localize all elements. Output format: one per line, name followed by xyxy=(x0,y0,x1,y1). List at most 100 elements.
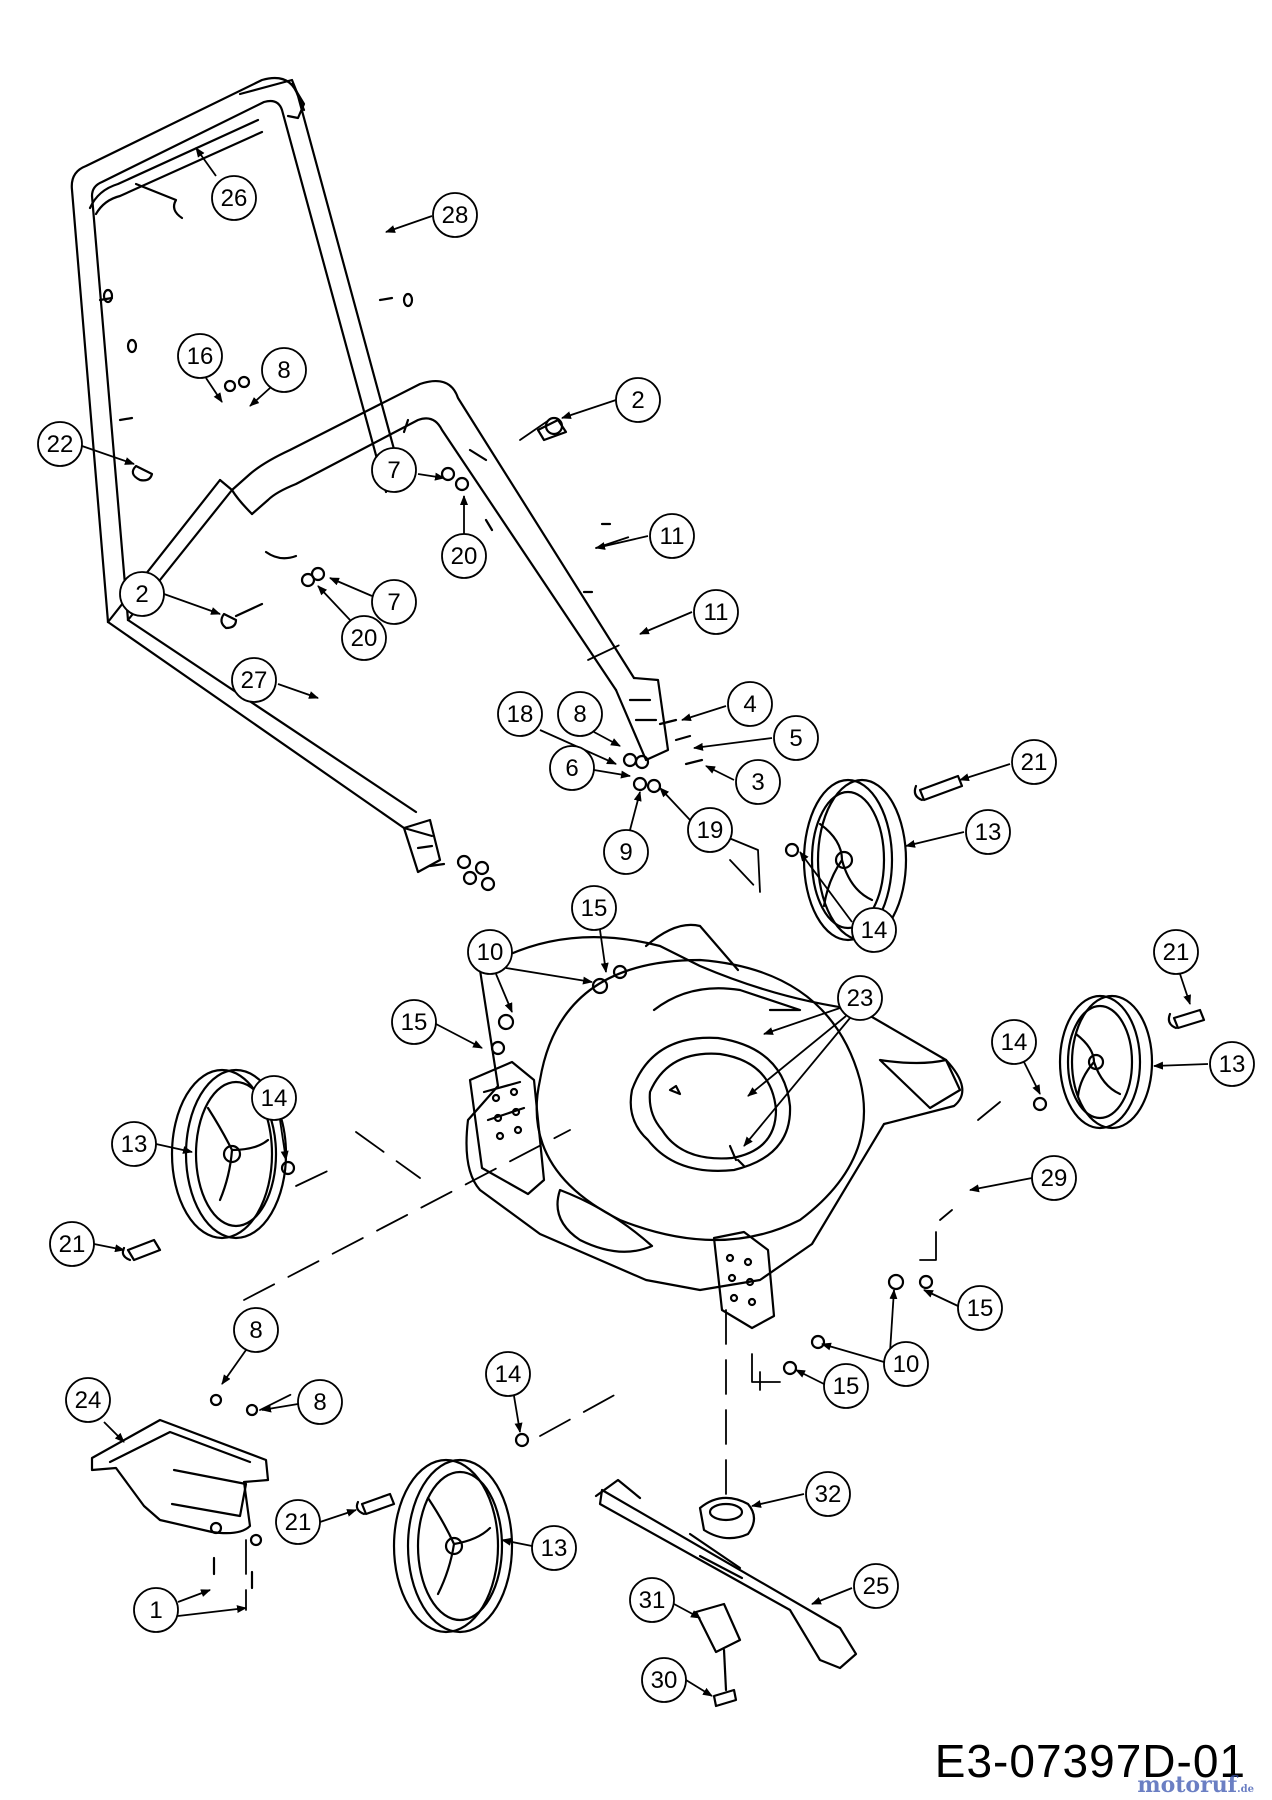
callout-bubble xyxy=(233,1307,279,1353)
drawing-code: E3-07397D-01 xyxy=(934,1735,1246,1787)
callout-number: 27 xyxy=(241,667,268,694)
callout-bubble xyxy=(371,579,417,625)
callout-number: 14 xyxy=(1001,1029,1028,1056)
callout-number: 22 xyxy=(47,431,74,458)
callout-7: 7 xyxy=(371,447,445,493)
callout-leader xyxy=(279,1119,289,1161)
callout-number: 4 xyxy=(743,691,756,718)
callout-number: 32 xyxy=(815,1481,842,1508)
callout-1: 1 xyxy=(133,1587,247,1633)
callout-leader xyxy=(1179,973,1191,1005)
callout-leader xyxy=(593,731,621,747)
callout-leader xyxy=(889,1289,898,1353)
callout-bubble xyxy=(641,1657,687,1703)
callout-bubble xyxy=(549,745,595,791)
callout-20: 20 xyxy=(441,495,487,579)
callout-number: 15 xyxy=(833,1373,860,1400)
callout-24: 24 xyxy=(65,1377,125,1443)
callout-leader xyxy=(705,765,735,781)
callout-number: 21 xyxy=(1021,749,1048,776)
callout-leader xyxy=(81,445,135,465)
callout-bubble xyxy=(687,807,733,853)
callout-leader xyxy=(751,1493,805,1508)
callout-13: 13 xyxy=(1153,1041,1255,1087)
callout-number: 1 xyxy=(149,1597,162,1624)
callout-bubble xyxy=(727,681,773,727)
callout-leader xyxy=(261,1403,299,1413)
callout-number: 13 xyxy=(541,1535,568,1562)
callout-bubble xyxy=(735,759,781,805)
callout-bubble xyxy=(823,1363,869,1409)
discharge-plate xyxy=(90,1393,270,1590)
callout-27: 27 xyxy=(231,657,319,703)
callout-bubble xyxy=(119,571,165,617)
watermark-brand: motoruf xyxy=(1137,1772,1238,1798)
callout-19: 19 xyxy=(659,787,733,853)
callout-16: 16 xyxy=(177,333,223,403)
callout-8: 8 xyxy=(557,691,621,747)
callout-leader xyxy=(763,1007,841,1035)
callout-bubble xyxy=(629,1577,675,1623)
callout-10: 10 xyxy=(821,1289,929,1387)
callout-bubble xyxy=(615,377,661,423)
callout-21: 21 xyxy=(1153,929,1199,1005)
callout-8: 8 xyxy=(221,1307,279,1385)
callout-bubble xyxy=(837,975,883,1021)
callout-leader xyxy=(317,585,351,621)
callout-number: 11 xyxy=(660,523,685,550)
callout-bubble xyxy=(371,447,417,493)
callout-number: 23 xyxy=(847,985,874,1012)
callout-number: 20 xyxy=(451,543,478,570)
callout-15: 15 xyxy=(571,885,617,973)
callout-bubble xyxy=(111,1121,157,1167)
callout-number: 31 xyxy=(639,1587,666,1614)
callout-bubble xyxy=(37,421,83,467)
wheel-front-left xyxy=(170,1068,288,1240)
callout-number: 15 xyxy=(581,895,608,922)
callout-leader xyxy=(495,973,513,1013)
callout-number: 26 xyxy=(221,185,248,212)
callout-bubble xyxy=(133,1587,179,1633)
callout-leader xyxy=(799,851,853,923)
callout-number: 13 xyxy=(121,1131,148,1158)
callout-23: 23 xyxy=(743,975,883,1147)
callout-bubble xyxy=(432,192,478,238)
callout-bubble xyxy=(883,1341,929,1387)
callout-bubble xyxy=(231,657,277,703)
callout-leader xyxy=(513,1395,523,1433)
callout-bubble xyxy=(957,1285,1003,1331)
callout-number: 29 xyxy=(1041,1165,1068,1192)
callout-number: 8 xyxy=(249,1317,262,1344)
callout-leader xyxy=(681,705,727,722)
callout-32: 32 xyxy=(751,1471,851,1517)
watermark-logo: motoruf.de xyxy=(1137,1772,1254,1798)
callout-number: 11 xyxy=(704,599,729,626)
callout-number: 24 xyxy=(75,1387,102,1414)
callout-3: 3 xyxy=(705,759,781,805)
callout-26: 26 xyxy=(195,147,257,221)
callout-leader xyxy=(417,472,445,481)
callout-leader xyxy=(221,1349,247,1385)
callout-bubble xyxy=(261,347,307,393)
callout-bubble xyxy=(805,1471,851,1517)
callout-number: 21 xyxy=(1163,939,1190,966)
callout-bubble xyxy=(773,715,819,761)
callout-number: 2 xyxy=(135,581,148,608)
callout-leader xyxy=(385,215,433,233)
callout-leader xyxy=(659,787,691,821)
callout-bubble xyxy=(851,907,897,953)
callout-14: 14 xyxy=(799,851,897,953)
callout-number: 3 xyxy=(751,769,764,796)
handle-hardware xyxy=(131,375,704,892)
callout-bubble xyxy=(49,1221,95,1267)
callout-leader xyxy=(163,593,221,615)
callout-9: 9 xyxy=(603,791,649,875)
callout-bubble xyxy=(649,513,695,559)
callout-bubble xyxy=(275,1499,321,1545)
callout-number: 13 xyxy=(1219,1051,1246,1078)
callout-bubble xyxy=(391,999,437,1045)
callout-15: 15 xyxy=(391,999,483,1049)
callout-leader xyxy=(795,1369,825,1385)
callout-leader xyxy=(629,791,642,831)
